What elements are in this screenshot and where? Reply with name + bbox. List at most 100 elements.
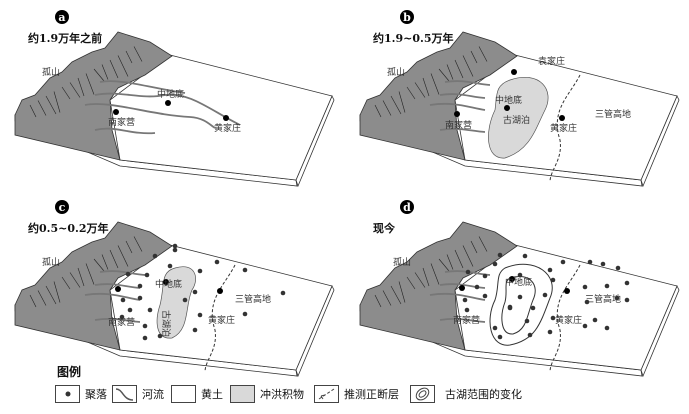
ridge-line xyxy=(61,276,71,290)
key-settlement-dot xyxy=(564,288,570,294)
settlement-dot xyxy=(614,295,620,301)
river xyxy=(84,292,141,301)
ridge-line xyxy=(45,285,57,305)
ridge-line xyxy=(53,91,61,113)
settlement-dot xyxy=(142,323,148,329)
settlement-dot xyxy=(624,297,630,303)
key-settlement-dot xyxy=(217,288,223,294)
settlement-dot xyxy=(242,267,248,273)
ridge-line xyxy=(478,46,488,62)
ridge-line xyxy=(446,254,454,270)
ridge-line xyxy=(125,50,133,64)
legend-item-alluvial: 冲洪积物 xyxy=(230,385,304,403)
settlement-dot xyxy=(462,297,468,303)
ridge-line xyxy=(374,294,382,308)
settlement-dot xyxy=(214,259,220,265)
ridge-line xyxy=(382,290,392,306)
ridge-line xyxy=(77,267,85,287)
settlement-dot xyxy=(192,289,198,295)
alluvial-fill-icon xyxy=(230,385,255,403)
river xyxy=(439,128,486,133)
settlement-dot xyxy=(197,268,203,274)
ridge-line xyxy=(93,258,105,272)
ridge-line xyxy=(398,91,406,113)
settlement-dot xyxy=(587,259,593,265)
settlement-dot xyxy=(197,312,203,318)
ridge-line xyxy=(69,272,81,288)
ridge-line xyxy=(398,281,406,303)
panel-era: 约1.9~0.5万年 xyxy=(373,31,454,45)
river xyxy=(99,80,186,94)
ridge-line xyxy=(133,236,143,252)
legend-item-fault: 推测正断层 xyxy=(314,385,399,403)
settlement-dot xyxy=(517,272,523,278)
place-label-hill: 孤山 xyxy=(42,256,60,268)
ridge-line xyxy=(446,64,454,80)
panel-letter-badge xyxy=(55,200,69,214)
ridge-line xyxy=(101,64,109,80)
ridge-line xyxy=(422,77,430,97)
ridge-line xyxy=(109,249,119,269)
settlement-dot-icon xyxy=(55,385,80,403)
settlement-dot xyxy=(144,272,150,278)
panel-letter-badge xyxy=(400,10,414,24)
legend-item-settlement: 聚落 xyxy=(55,385,107,403)
settlement-dot xyxy=(560,259,566,265)
settlement-dot xyxy=(492,325,498,331)
lake-boundary-inner xyxy=(501,276,536,335)
river xyxy=(429,292,486,301)
ridge-line xyxy=(414,272,426,288)
ridge-line xyxy=(117,55,129,77)
key-settlement-dot xyxy=(223,115,229,121)
lake-rings-icon xyxy=(410,385,435,403)
ridge-line xyxy=(29,104,37,118)
legend-label: 古湖范围的变化 xyxy=(445,388,522,401)
ridge-line xyxy=(61,86,71,100)
place-label-zhongdidi: 中地底 xyxy=(155,278,182,290)
settlement-dot xyxy=(137,283,143,289)
place-label-huangjiazhuang: 黄家庄 xyxy=(550,122,577,134)
settlement-dot xyxy=(167,263,173,269)
settlement-dot xyxy=(280,290,286,296)
legend-label: 冲洪积物 xyxy=(260,388,304,401)
ridge-line xyxy=(454,249,464,269)
settlement-dot xyxy=(137,295,143,301)
settlement-dot xyxy=(157,333,163,339)
ridge-line xyxy=(69,82,81,98)
legend-item-lake-change: 古湖范围的变化 xyxy=(410,385,522,403)
place-label-lake: 古湖泊 xyxy=(160,310,172,337)
settlement-dot xyxy=(474,284,480,290)
panel-letter: a xyxy=(58,11,65,24)
legend-item-river: 河流 xyxy=(112,385,164,403)
settlement-dot xyxy=(119,314,125,320)
legend-label: 推测正断层 xyxy=(344,388,399,401)
place-label-nanjiaying: 南家营 xyxy=(453,314,480,326)
ridge-line xyxy=(478,236,488,252)
settlement-dot xyxy=(584,299,590,305)
settlement-dot xyxy=(192,327,198,333)
ridge-line xyxy=(37,290,47,306)
panel-letter: d xyxy=(403,201,411,214)
place-label-yuanjiazhuang: 袁家庄 xyxy=(538,55,565,67)
ridge-line xyxy=(109,59,119,79)
settlement-dot xyxy=(600,261,606,267)
legend-title: 图例 xyxy=(57,365,82,379)
loess-surface xyxy=(109,54,333,181)
ridge-line xyxy=(470,50,478,64)
settlement-dot xyxy=(592,317,598,323)
river xyxy=(94,318,141,323)
inferred-normal-fault xyxy=(204,264,236,373)
river xyxy=(94,127,156,135)
ridge-line xyxy=(29,294,37,308)
settlement-dot xyxy=(542,292,548,298)
settlement-dot xyxy=(582,323,588,329)
ridge-line xyxy=(77,77,85,97)
place-label-huangjiazhuang: 黄家庄 xyxy=(555,314,582,326)
legend: 图例 聚落 河流 黄土 冲洪积物 推测正断层 古湖范围的变化 xyxy=(0,355,689,414)
place-label-hill: 孤山 xyxy=(393,256,411,268)
settlement-dot xyxy=(127,307,133,313)
